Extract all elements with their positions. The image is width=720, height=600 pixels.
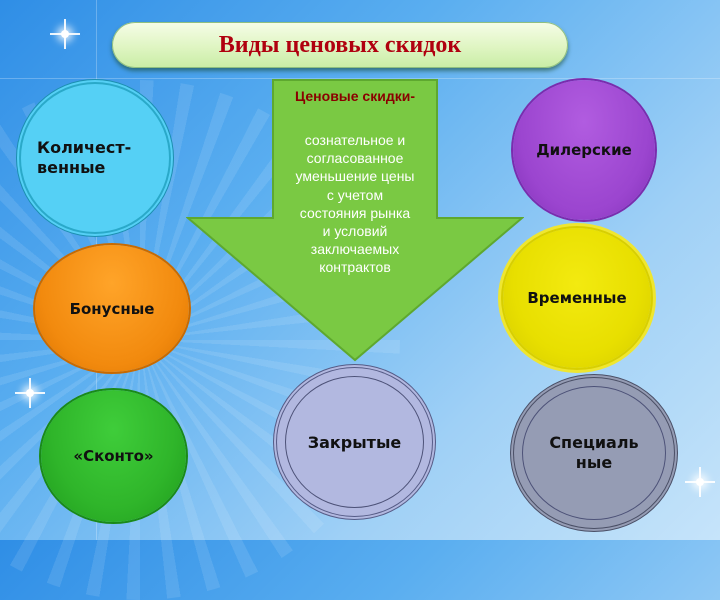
discount-type-quantity: Количест- венные	[21, 84, 169, 232]
definition-line: согласованное	[306, 150, 404, 167]
discount-type-skonto: «Сконто»	[41, 390, 186, 522]
circle-label: «Сконто»	[73, 447, 154, 465]
circle-label: Специаль	[549, 433, 639, 452]
definition-line: заключаемых	[310, 241, 400, 258]
circle-label: Бонусные	[69, 299, 155, 318]
sparkle-icon	[50, 19, 80, 49]
definition-line: с учетом	[326, 186, 384, 203]
circle-label: Количест-	[37, 138, 132, 157]
discount-type-dealer: Дилерские	[513, 80, 655, 220]
circle-label: Временные	[527, 289, 627, 307]
sparkle-icon	[15, 378, 45, 408]
definition-text: сознательное и согласованное уменьшение …	[256, 131, 454, 277]
definition-line: уменьшение цены	[295, 168, 415, 185]
discount-type-closed: Закрытые	[277, 368, 432, 516]
definition-arrow: Ценовые скидки- сознательное и согласова…	[186, 78, 524, 362]
circle-label: Закрытые	[307, 432, 402, 452]
definition-line: состояния рынка	[299, 204, 411, 221]
circle-label: Дилерские	[536, 141, 632, 159]
title-banner: Виды ценовых скидок	[112, 22, 568, 68]
circle-label: венные	[37, 158, 106, 177]
decorative-ring	[285, 376, 424, 508]
background-line	[0, 78, 720, 79]
circle-label: ные	[575, 453, 613, 472]
decorative-ring	[522, 386, 666, 520]
definition-line: и условий	[322, 223, 388, 240]
page-title: Виды ценовых скидок	[218, 31, 462, 58]
discount-type-temporary: Временные	[503, 228, 651, 368]
down-arrow-icon	[186, 79, 524, 362]
definition-line: сознательное и	[304, 132, 406, 148]
sparkle-icon	[685, 467, 715, 497]
discount-type-bonus: Бонусные	[35, 245, 189, 372]
definition-heading: Ценовые скидки-	[295, 88, 415, 104]
definition-line: контрактов	[319, 259, 391, 276]
discount-type-special: Специаль ные	[514, 378, 674, 528]
